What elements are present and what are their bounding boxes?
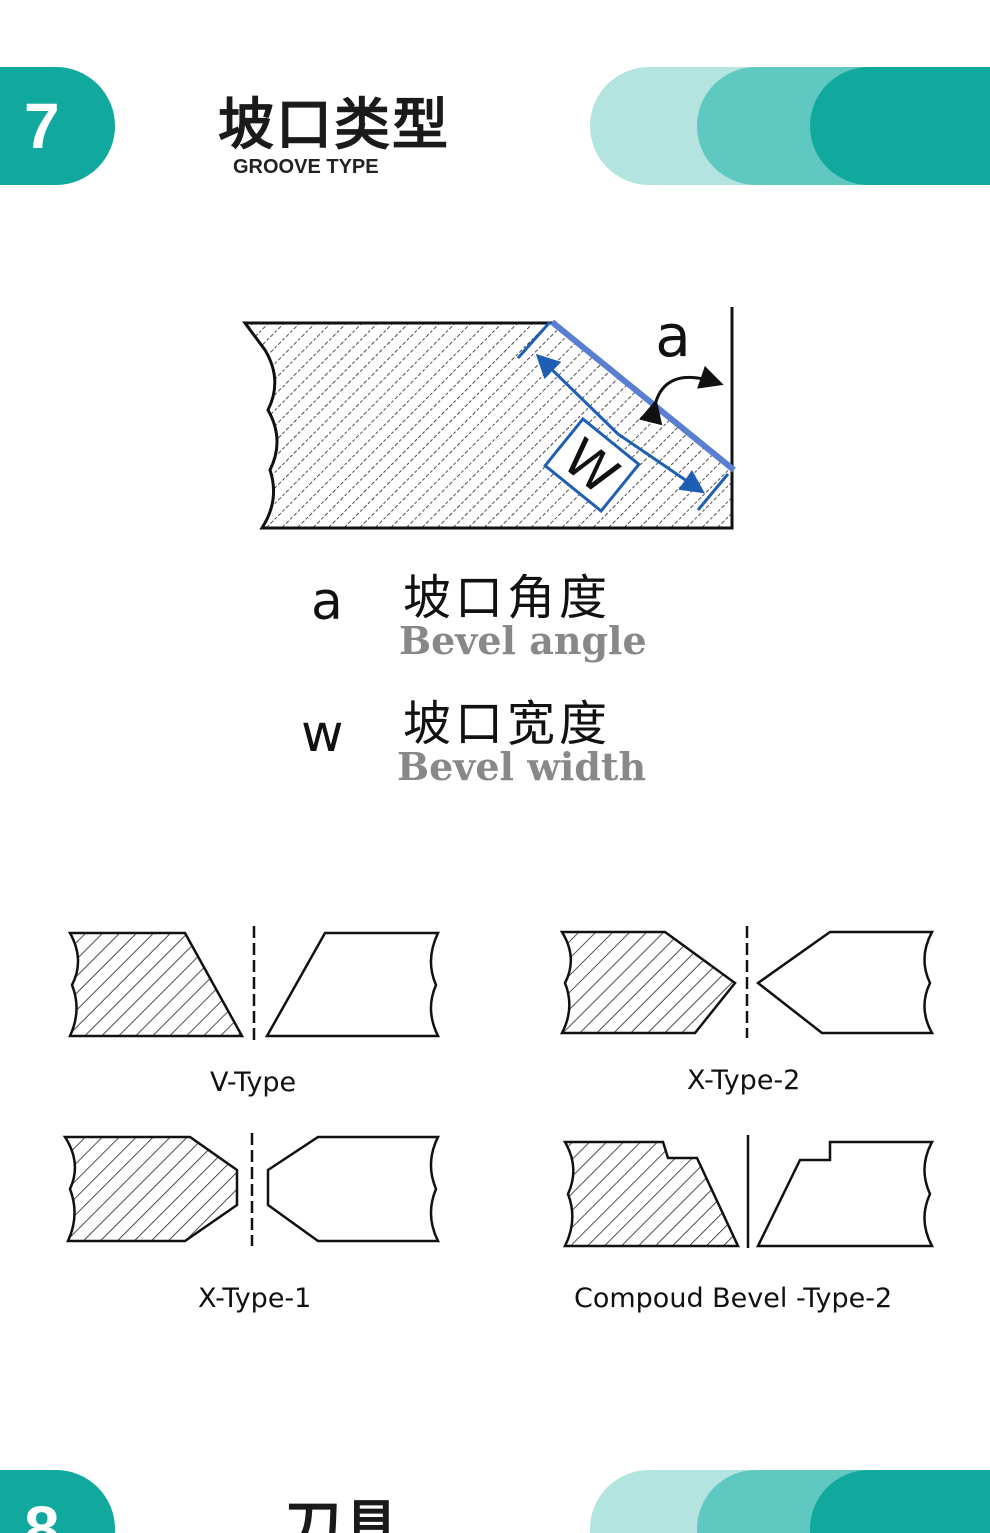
v-type-diagram <box>67 926 441 1040</box>
angle-symbol: a <box>655 302 691 370</box>
header8-decor-dark <box>810 1470 990 1533</box>
section8-title: 刀具 <box>285 1495 401 1533</box>
legend-angle-symbol: a <box>311 572 343 632</box>
header-decor-dark <box>810 67 990 185</box>
main-bevel-diagram: W a <box>242 302 736 530</box>
legend-width-en: Bevel width <box>397 744 647 789</box>
compound-bevel-diagram <box>562 1135 935 1248</box>
compound-bevel-label: Compoud Bevel -Type-2 <box>574 1283 893 1314</box>
section-subtitle: GROOVE TYPE <box>233 156 379 178</box>
x-type-2-diagram <box>559 926 935 1038</box>
section-number: 7 <box>0 67 115 185</box>
section-title: 坡口类型 <box>218 93 450 158</box>
legend-angle-zh: 坡口角度 <box>403 570 612 626</box>
legend-width-zh: 坡口宽度 <box>403 696 612 752</box>
x-type-1-label: X-Type-1 <box>198 1283 312 1314</box>
legend-angle-en: Bevel angle <box>399 618 647 663</box>
v-type-label: V-Type <box>210 1067 297 1098</box>
x-type-2-label: X-Type-2 <box>687 1065 801 1096</box>
legend-width-symbol: w <box>301 704 344 764</box>
x-type-1-diagram <box>62 1133 441 1246</box>
